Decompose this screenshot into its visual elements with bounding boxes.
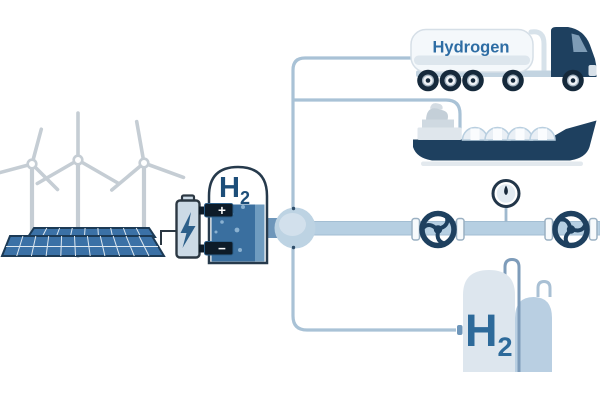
pipeline-valve-1 — [411, 210, 465, 249]
storage-pipe-connector — [457, 325, 463, 335]
storage-tank-back — [515, 297, 552, 372]
minus-sign: − — [218, 241, 226, 256]
pressure-gauge — [491, 179, 521, 222]
flange — [588, 217, 598, 241]
turbine-hub — [72, 154, 84, 166]
truck-fill-pipe — [528, 29, 547, 77]
junction-highlight — [279, 213, 306, 236]
pipe-to-truck — [291, 56, 413, 216]
truck-windshield — [571, 33, 588, 52]
solar-panel-back-row — [26, 227, 157, 238]
ship-superstructure — [417, 103, 462, 140]
solar-grid-lines — [41, 227, 142, 238]
plus-sign: + — [218, 203, 226, 218]
hydrogen-truck: Hydrogen — [410, 27, 597, 92]
valve-wheel-icon — [419, 210, 457, 249]
storage-h2-label: H2 — [465, 305, 513, 362]
power-wire — [160, 230, 176, 245]
truck-tank-band — [414, 55, 530, 65]
storage-tanks: H2 — [463, 257, 552, 372]
pipe-network — [291, 56, 463, 335]
flange — [544, 217, 554, 241]
ship-waterline-shadow — [421, 161, 583, 166]
front-tank-pipe-loop — [503, 257, 521, 372]
flange — [411, 217, 421, 241]
solar-panel-array — [0, 227, 176, 257]
electrode-positive: + — [199, 203, 234, 218]
flange — [455, 217, 465, 241]
wind-turbine-3 — [110, 119, 186, 243]
pipe-to-ship — [293, 98, 462, 141]
turbine-hub — [138, 157, 150, 169]
ship-gas-domes — [461, 126, 556, 141]
electrolyzer-h2-label: H2 — [219, 172, 250, 208]
truck-wheels — [417, 69, 584, 92]
junction-joint-bottom — [291, 245, 296, 250]
electrode-negative: − — [199, 241, 234, 256]
electrolyzer: H2 + − — [199, 165, 269, 265]
main-pipeline — [266, 179, 600, 250]
storage-tank-front — [463, 270, 515, 372]
battery — [175, 194, 201, 259]
gauge-needle-icon — [504, 185, 508, 195]
valve-wheel-icon — [552, 210, 590, 249]
truck-tank-label: Hydrogen — [432, 39, 509, 57]
solar-grid-lines — [6, 235, 158, 257]
tanker-ship — [413, 103, 597, 166]
pipe-to-storage — [291, 240, 456, 332]
truck-bumper — [588, 65, 597, 76]
liquid-highlight — [255, 204, 265, 262]
back-tank-pipe-loop — [536, 279, 552, 297]
turbine-hub — [26, 158, 38, 170]
pipeline-valve-2 — [544, 210, 598, 249]
wind-turbine-1 — [0, 127, 60, 236]
junction-joint-top — [291, 206, 296, 211]
gauge-stem — [504, 205, 508, 222]
lightning-bolt-icon — [180, 212, 196, 248]
